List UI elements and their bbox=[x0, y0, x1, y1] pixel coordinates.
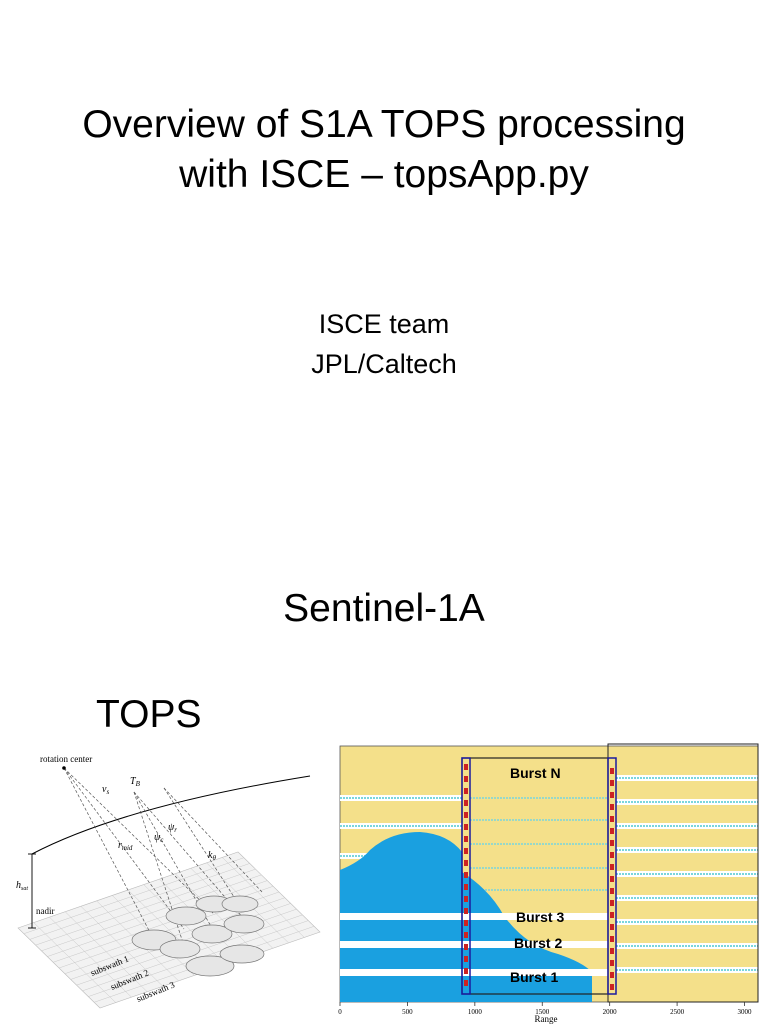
subtitle-team: ISCE team bbox=[318, 309, 450, 339]
x-axis-ticks: 0 500 1000 1500 2000 2500 3000 bbox=[338, 1002, 752, 1016]
boundary-marker bbox=[610, 888, 614, 894]
boundary-marker bbox=[464, 764, 468, 770]
r-mid-label: rmid bbox=[118, 840, 133, 852]
burst-2-label: Burst 2 bbox=[514, 935, 562, 951]
boundary-marker bbox=[464, 980, 468, 986]
slide-subtitle: ISCE team JPL/Caltech bbox=[0, 304, 768, 384]
boundary-marker bbox=[464, 872, 468, 878]
rotation-center-label: rotation center bbox=[40, 754, 92, 764]
x-tick-label: 0 bbox=[338, 1008, 342, 1016]
burst-n-label: Burst N bbox=[510, 765, 561, 781]
boundary-marker bbox=[610, 792, 614, 798]
boundary-marker bbox=[610, 900, 614, 906]
rotation-center-point bbox=[62, 766, 66, 770]
grid-line bbox=[174, 873, 258, 954]
boundary-markers bbox=[464, 764, 614, 990]
boundary-marker bbox=[610, 876, 614, 882]
boundary-marker bbox=[464, 812, 468, 818]
right-burst-boundary bbox=[607, 757, 617, 995]
burst-3-label: Burst 3 bbox=[516, 909, 564, 925]
tb-label: TB bbox=[130, 776, 141, 788]
boundary-marker bbox=[464, 944, 468, 950]
boundary-marker bbox=[464, 920, 468, 926]
x-tick-label: 2000 bbox=[603, 1008, 618, 1016]
boundary-marker bbox=[610, 840, 614, 846]
boundary-marker bbox=[464, 884, 468, 890]
boundary-marker bbox=[464, 968, 468, 974]
boundary-marker bbox=[464, 776, 468, 782]
boundary-marker bbox=[464, 956, 468, 962]
vs-label: vs bbox=[102, 784, 109, 796]
boundary-marker bbox=[464, 800, 468, 806]
boundary-marker bbox=[610, 852, 614, 858]
boundary-marker bbox=[464, 848, 468, 854]
boundary-marker bbox=[610, 972, 614, 978]
left-burst-boundary bbox=[461, 757, 471, 995]
boundary-marker bbox=[610, 984, 614, 990]
boundary-marker bbox=[610, 804, 614, 810]
boundary-marker bbox=[610, 864, 614, 870]
slide-title: Overview of S1A TOPS processing with ISC… bbox=[0, 100, 768, 200]
burst-1-label: Burst 1 bbox=[510, 969, 558, 985]
nadir-label: nadir bbox=[36, 906, 55, 916]
subtitle-affiliation: JPL/Caltech bbox=[311, 349, 457, 379]
title-line-1: Overview of S1A TOPS processing bbox=[82, 103, 686, 146]
x-tick-label: 1500 bbox=[535, 1008, 550, 1016]
boundary-marker bbox=[464, 836, 468, 842]
burst-stripe-overlays bbox=[340, 913, 608, 976]
x-tick-label: 1000 bbox=[468, 1008, 483, 1016]
burst-stripe bbox=[340, 969, 608, 976]
tops-geometry-diagram: rotation center vs TB ψc ψr rmid kθ hsat… bbox=[16, 754, 321, 1009]
burst-stripe bbox=[340, 941, 608, 948]
boundary-marker bbox=[464, 896, 468, 902]
psi-c-label: ψc bbox=[154, 832, 164, 844]
x-axis-label: Range bbox=[535, 1014, 558, 1024]
boundary-marker bbox=[464, 824, 468, 830]
boundary-marker bbox=[610, 948, 614, 954]
x-tick-label: 500 bbox=[402, 1008, 413, 1016]
boundary-marker bbox=[610, 816, 614, 822]
tops-label: TOPS bbox=[96, 693, 202, 736]
burst-diagram: Burst N Burst 3 Burst 2 Burst 1 0 500 1000… bbox=[338, 743, 759, 1024]
grid-line bbox=[222, 857, 305, 938]
burst-stripe bbox=[340, 913, 608, 920]
boundary-marker bbox=[464, 932, 468, 938]
x-tick-label: 3000 bbox=[738, 1008, 753, 1016]
boundary-marker bbox=[610, 780, 614, 786]
title-line-2: with ISCE – topsApp.py bbox=[179, 153, 589, 196]
boundary-marker bbox=[610, 828, 614, 834]
boundary-marker bbox=[610, 936, 614, 942]
boundary-marker bbox=[610, 912, 614, 918]
psi-r-label: ψr bbox=[168, 822, 177, 834]
boundary-marker bbox=[610, 768, 614, 774]
boundary-marker bbox=[610, 924, 614, 930]
boundary-marker bbox=[610, 960, 614, 966]
section-title: Sentinel-1A bbox=[283, 587, 485, 630]
burst-stripes bbox=[340, 775, 758, 973]
k-phi-label: kθ bbox=[208, 850, 216, 862]
boundary-marker bbox=[464, 860, 468, 866]
boundary-marker bbox=[464, 908, 468, 914]
orbit-curve bbox=[31, 775, 311, 855]
boundary-marker bbox=[464, 788, 468, 794]
h-sat-label: hsat bbox=[16, 880, 28, 892]
beam-footprints bbox=[131, 895, 265, 977]
x-tick-label: 2500 bbox=[670, 1008, 685, 1016]
